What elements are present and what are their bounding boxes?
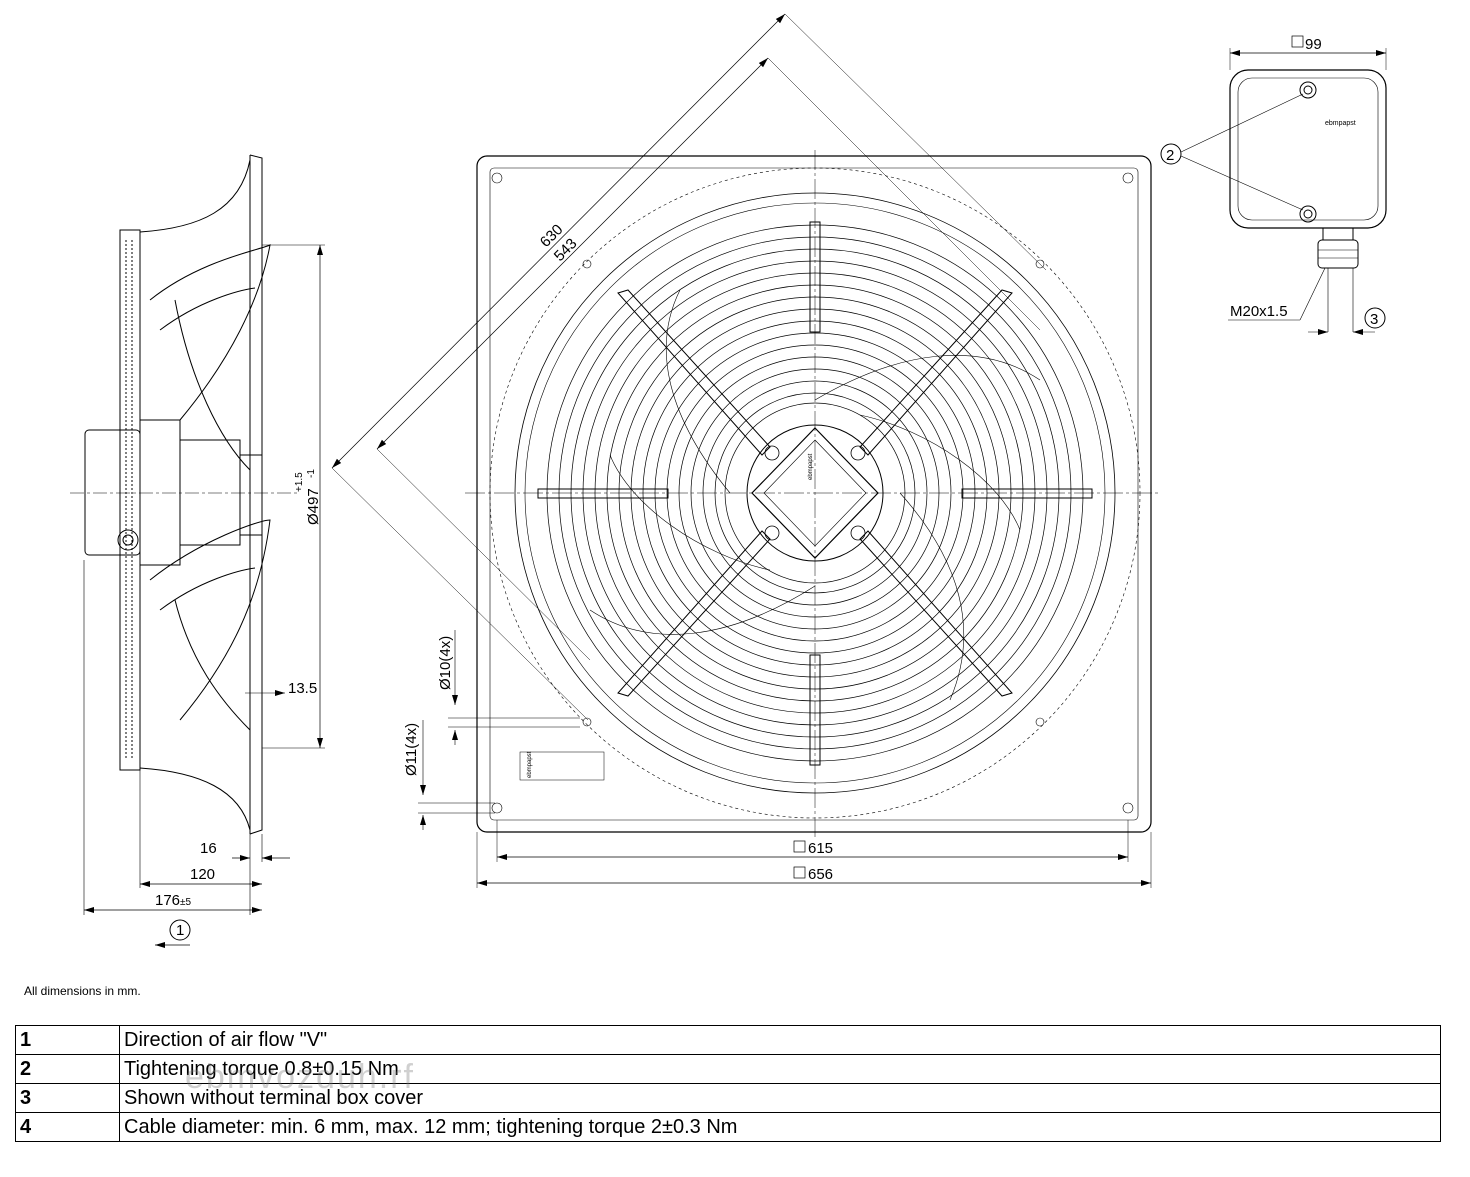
callout-3: 3 [1370,311,1378,328]
legend-text: Tightening torque 0.8±0.15 Nm [119,1054,1441,1084]
terminal-box-view [1160,35,1387,335]
table-row: 3 Shown without terminal box cover [15,1083,1441,1113]
dim-656: 656 [808,866,833,883]
legend-number: 1 [15,1025,120,1055]
brand-mark-box: ebmpapst [1325,120,1356,127]
callout-1: 1 [176,922,184,939]
dim-615: 615 [808,840,833,857]
dim-99: 99 [1305,36,1322,53]
legend-number: 3 [15,1083,120,1113]
dim-hole-10: Ø10(4x) [437,636,454,690]
table-row: 2 Tightening torque 0.8±0.15 Nm [15,1054,1441,1084]
table-row: 4 Cable diameter: min. 6 mm, max. 12 mm;… [15,1112,1441,1142]
dim-diameter-497-lower-tol: -1 [306,469,317,478]
dim-13-5: 13.5 [288,680,317,697]
brand-mark-hub: ebmpapst [808,453,814,480]
legend-text: Shown without terminal box cover [119,1083,1441,1113]
dim-16: 16 [200,840,217,857]
side-view [70,154,325,948]
legend-number: 4 [15,1112,120,1142]
dim-diameter-497-upper-tol: +1.5 [294,472,305,492]
table-row: 1 Direction of air flow "V" [15,1025,1441,1055]
front-view [331,13,1158,888]
legend-table: 1 Direction of air flow "V" 2 Tightening… [15,1025,1441,1142]
dim-176: 176±5 [155,892,192,909]
dim-176-tol: ±5 [180,897,191,908]
legend-number: 2 [15,1054,120,1084]
dim-diameter-497: Ø497 [305,488,322,525]
legend-text: Cable diameter: min. 6 mm, max. 12 mm; t… [119,1112,1441,1142]
units-note: All dimensions in mm. [24,984,141,998]
thread-label: M20x1.5 [1230,303,1288,320]
technical-drawing: Ø497 +1.5 -1 13.5 16 120 176±5 1 [70,13,1387,948]
brand-mark-nameplate: ebmpapst [527,751,533,778]
dim-120: 120 [190,866,215,883]
dim-hole-11: Ø11(4x) [403,723,420,776]
callout-2: 2 [1166,147,1174,164]
legend-text: Direction of air flow "V" [119,1025,1441,1055]
